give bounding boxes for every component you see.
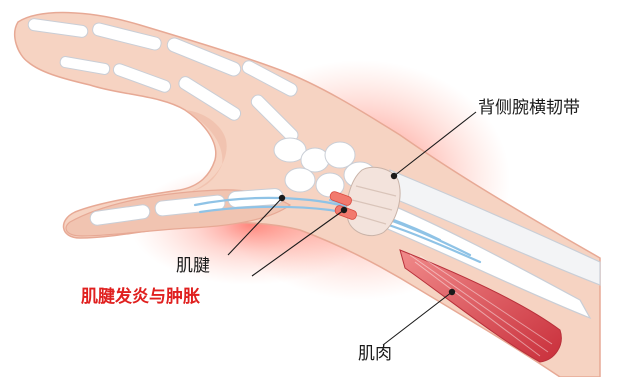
- dot-tendon: [279, 195, 285, 201]
- label-muscle: 肌肉: [358, 346, 392, 363]
- label-tendon: 肌腱: [176, 258, 210, 275]
- label-tendonitis: 肌腱发炎与肿胀: [81, 289, 200, 306]
- label-dorsal-retinaculum: 背侧腕横韧带: [478, 100, 580, 117]
- dot-tendonitis: [341, 207, 347, 213]
- leader-muscle: [383, 292, 452, 345]
- dot-muscle: [449, 289, 455, 295]
- dot-dorsal: [391, 173, 397, 179]
